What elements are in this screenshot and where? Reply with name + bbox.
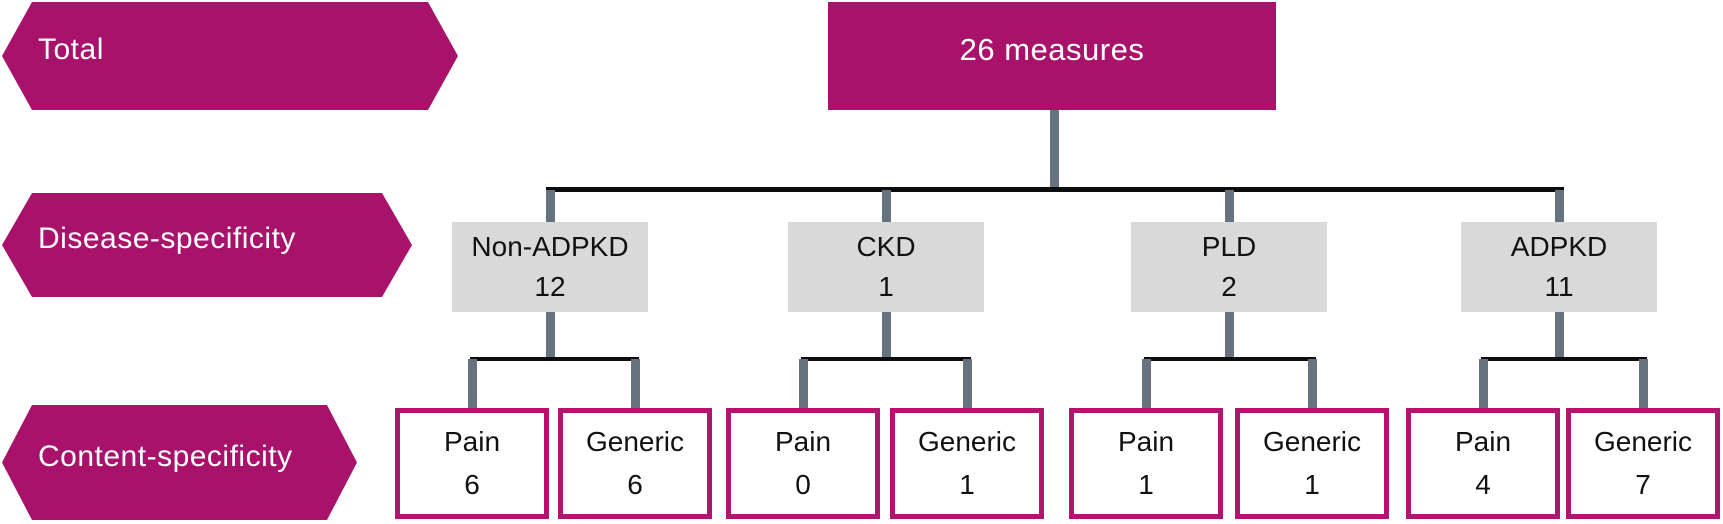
group4-stem-vertical bbox=[1555, 310, 1564, 360]
row-label-total: Total bbox=[2, 2, 458, 110]
leaf-node-pld-generic: Generic 1 bbox=[1235, 408, 1389, 519]
disease-node-label: Non-ADPKD bbox=[471, 231, 629, 263]
level1-stub-adpkd bbox=[1555, 190, 1564, 224]
disease-node-label: CKD bbox=[856, 231, 916, 263]
root-connector-vertical bbox=[1050, 110, 1059, 190]
leaf-node-count: 6 bbox=[627, 469, 643, 500]
level1-stub-pld bbox=[1225, 190, 1234, 224]
leaf-node-non-adpkd-pain: Pain 6 bbox=[395, 408, 549, 519]
leaf-node-adpkd-pain: Pain 4 bbox=[1406, 408, 1560, 519]
leaf-node-count: 1 bbox=[959, 469, 975, 500]
disease-node-count: 2 bbox=[1221, 270, 1237, 302]
leaf-node-label: Pain bbox=[774, 426, 832, 457]
group3-stub-generic bbox=[1308, 359, 1317, 409]
root-node-label: 26 measures bbox=[959, 32, 1145, 67]
leaf-node-non-adpkd-generic: Generic 6 bbox=[558, 408, 712, 519]
group2-stem-vertical bbox=[882, 310, 891, 360]
leaf-node-count: 1 bbox=[1304, 469, 1320, 500]
group2-stub-pain bbox=[799, 359, 808, 409]
disease-node-count: 12 bbox=[534, 270, 566, 302]
leaf-node-count: 6 bbox=[464, 469, 480, 500]
row-label-content-specificity: Content-specificity bbox=[2, 405, 357, 520]
disease-node-label: PLD bbox=[1201, 231, 1257, 263]
row-label-total-text: Total bbox=[38, 33, 104, 66]
group3-stem-vertical bbox=[1225, 310, 1234, 360]
leaf-node-ckd-generic: Generic 1 bbox=[890, 408, 1044, 519]
disease-node-non-adpkd: Non-ADPKD 12 bbox=[452, 222, 648, 312]
group1-stub-pain bbox=[468, 359, 477, 409]
leaf-node-count: 7 bbox=[1635, 469, 1651, 500]
disease-node-adpkd: ADPKD 11 bbox=[1461, 222, 1657, 312]
leaf-node-label: Pain bbox=[1117, 426, 1175, 457]
disease-node-count: 11 bbox=[1544, 270, 1574, 302]
leaf-node-count: 1 bbox=[1138, 469, 1154, 500]
leaf-node-label: Pain bbox=[1454, 426, 1512, 457]
leaf-node-label: Pain bbox=[443, 426, 501, 457]
row-label-content-specificity-text: Content-specificity bbox=[38, 439, 293, 473]
disease-node-label: ADPKD bbox=[1510, 231, 1608, 263]
group3-connector-horizontal bbox=[1144, 357, 1316, 361]
group1-stub-generic bbox=[631, 359, 640, 409]
leaf-node-label: Generic bbox=[585, 426, 685, 457]
leaf-node-adpkd-generic: Generic 7 bbox=[1566, 408, 1720, 519]
group1-stem-vertical bbox=[546, 310, 555, 360]
row-label-disease-specificity: Disease-specificity bbox=[2, 193, 412, 297]
leaf-node-label: Generic bbox=[1593, 426, 1693, 457]
group4-stub-generic bbox=[1639, 359, 1648, 409]
group1-connector-horizontal bbox=[470, 357, 639, 361]
group2-stub-generic bbox=[963, 359, 972, 409]
group4-stub-pain bbox=[1479, 359, 1488, 409]
level1-stub-ckd bbox=[882, 190, 891, 224]
disease-node-count: 1 bbox=[878, 270, 894, 302]
group4-connector-horizontal bbox=[1481, 357, 1647, 361]
leaf-node-ckd-pain: Pain 0 bbox=[726, 408, 880, 519]
row-label-disease-specificity-text: Disease-specificity bbox=[38, 222, 296, 255]
leaf-node-pld-pain: Pain 1 bbox=[1069, 408, 1223, 519]
leaf-node-count: 0 bbox=[795, 469, 811, 500]
leaf-node-count: 4 bbox=[1475, 469, 1491, 500]
disease-node-pld: PLD 2 bbox=[1131, 222, 1327, 312]
level1-stub-non-adpkd bbox=[546, 190, 555, 224]
group3-stub-pain bbox=[1142, 359, 1151, 409]
leaf-node-label: Generic bbox=[1262, 426, 1362, 457]
disease-node-ckd: CKD 1 bbox=[788, 222, 984, 312]
level1-connector-horizontal bbox=[546, 187, 1564, 192]
root-node-total-measures: 26 measures bbox=[828, 2, 1276, 110]
leaf-node-label: Generic bbox=[917, 426, 1017, 457]
group2-connector-horizontal bbox=[801, 357, 971, 361]
